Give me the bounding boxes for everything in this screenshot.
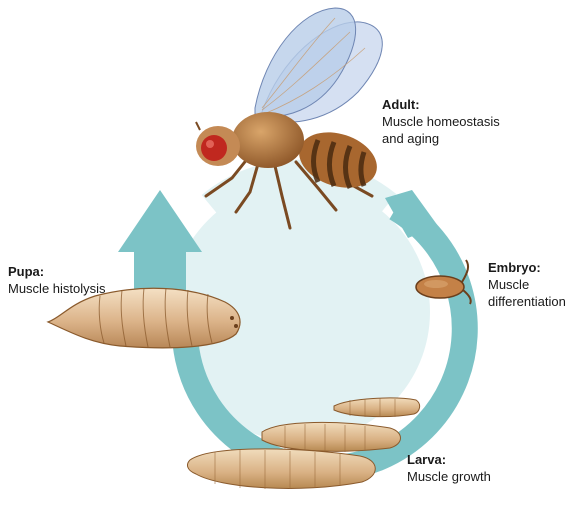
embryo-desc-line-2: differentiation (488, 293, 566, 310)
adult-desc-line-2: and aging (382, 130, 500, 147)
adult-desc-line-1: Muscle homeostasis (382, 113, 500, 130)
larva-desc-line-1: Muscle growth (407, 468, 491, 485)
pupa-title: Pupa: (8, 263, 106, 280)
embryo-desc-line-1: Muscle (488, 276, 566, 293)
embryo-label: Embryo: Muscle differentiation (488, 259, 566, 310)
larva-title: Larva: (407, 451, 491, 468)
larva-label: Larva: Muscle growth (407, 451, 491, 485)
pupa-label: Pupa: Muscle histolysis (8, 263, 106, 297)
adult-label: Adult: Muscle homeostasis and aging (382, 96, 500, 147)
fly-thorax (232, 112, 304, 168)
embryo-title: Embryo: (488, 259, 566, 276)
adult-title: Adult: (382, 96, 500, 113)
fly-eye (201, 135, 227, 161)
pupa-desc-line-1: Muscle histolysis (8, 280, 106, 297)
